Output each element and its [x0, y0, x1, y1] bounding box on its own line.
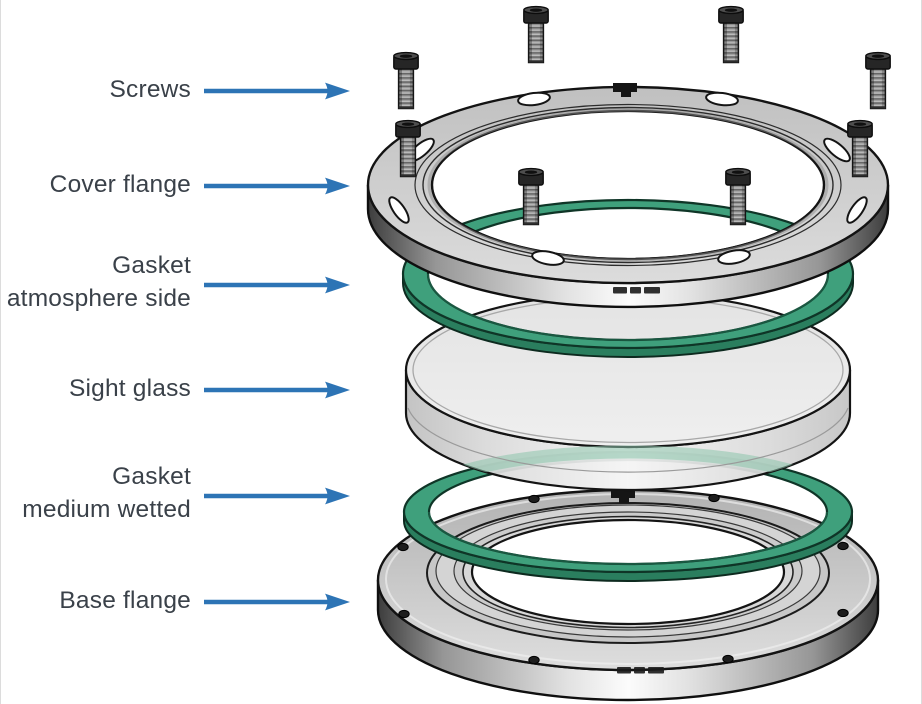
cover-flange-part — [366, 83, 890, 309]
arrow-gasket-medium — [204, 488, 350, 505]
label-screws: Screws — [109, 76, 191, 103]
arrow-cover-flange — [204, 178, 350, 195]
sight-glass-bottom-chamfer — [407, 407, 849, 473]
screw — [718, 5, 744, 64]
label-gasket-medium-line2: medium wetted — [22, 496, 191, 523]
gasket-inner-shade — [427, 273, 829, 341]
cover-flange-groove — [414, 103, 842, 267]
base-flange-part — [376, 488, 880, 702]
arrow-screws — [204, 83, 350, 100]
cover-flange-notch — [613, 83, 637, 97]
screw — [523, 5, 549, 64]
base-flange-bolt-holes — [397, 493, 849, 665]
label-gasket-atmosphere-line1: Gasket — [112, 252, 191, 279]
callouts: Screws Cover flange Gasket atmosphere si… — [7, 76, 350, 614]
arrow-base-flange — [204, 594, 350, 611]
cover-flange-top-face — [366, 85, 890, 285]
cover-flange-inner-shadow — [427, 108, 829, 262]
arrow-sight-glass — [204, 382, 350, 399]
label-gasket-atmosphere-line2: atmosphere side — [7, 285, 191, 312]
base-flange-notch — [611, 489, 635, 503]
screw — [865, 51, 891, 110]
screw — [393, 51, 419, 110]
label-cover-flange: Cover flange — [50, 171, 191, 198]
brand-engraving — [613, 287, 660, 294]
label-sight-glass: Sight glass — [69, 375, 191, 402]
label-base-flange: Base flange — [59, 587, 191, 614]
cover-flange-groove — [422, 106, 834, 264]
gasket-inner-shade — [428, 511, 828, 565]
arrow-gasket-atmosphere — [204, 277, 350, 294]
brand-engraving — [617, 667, 664, 674]
label-gasket-medium-line1: Gasket — [112, 463, 191, 490]
